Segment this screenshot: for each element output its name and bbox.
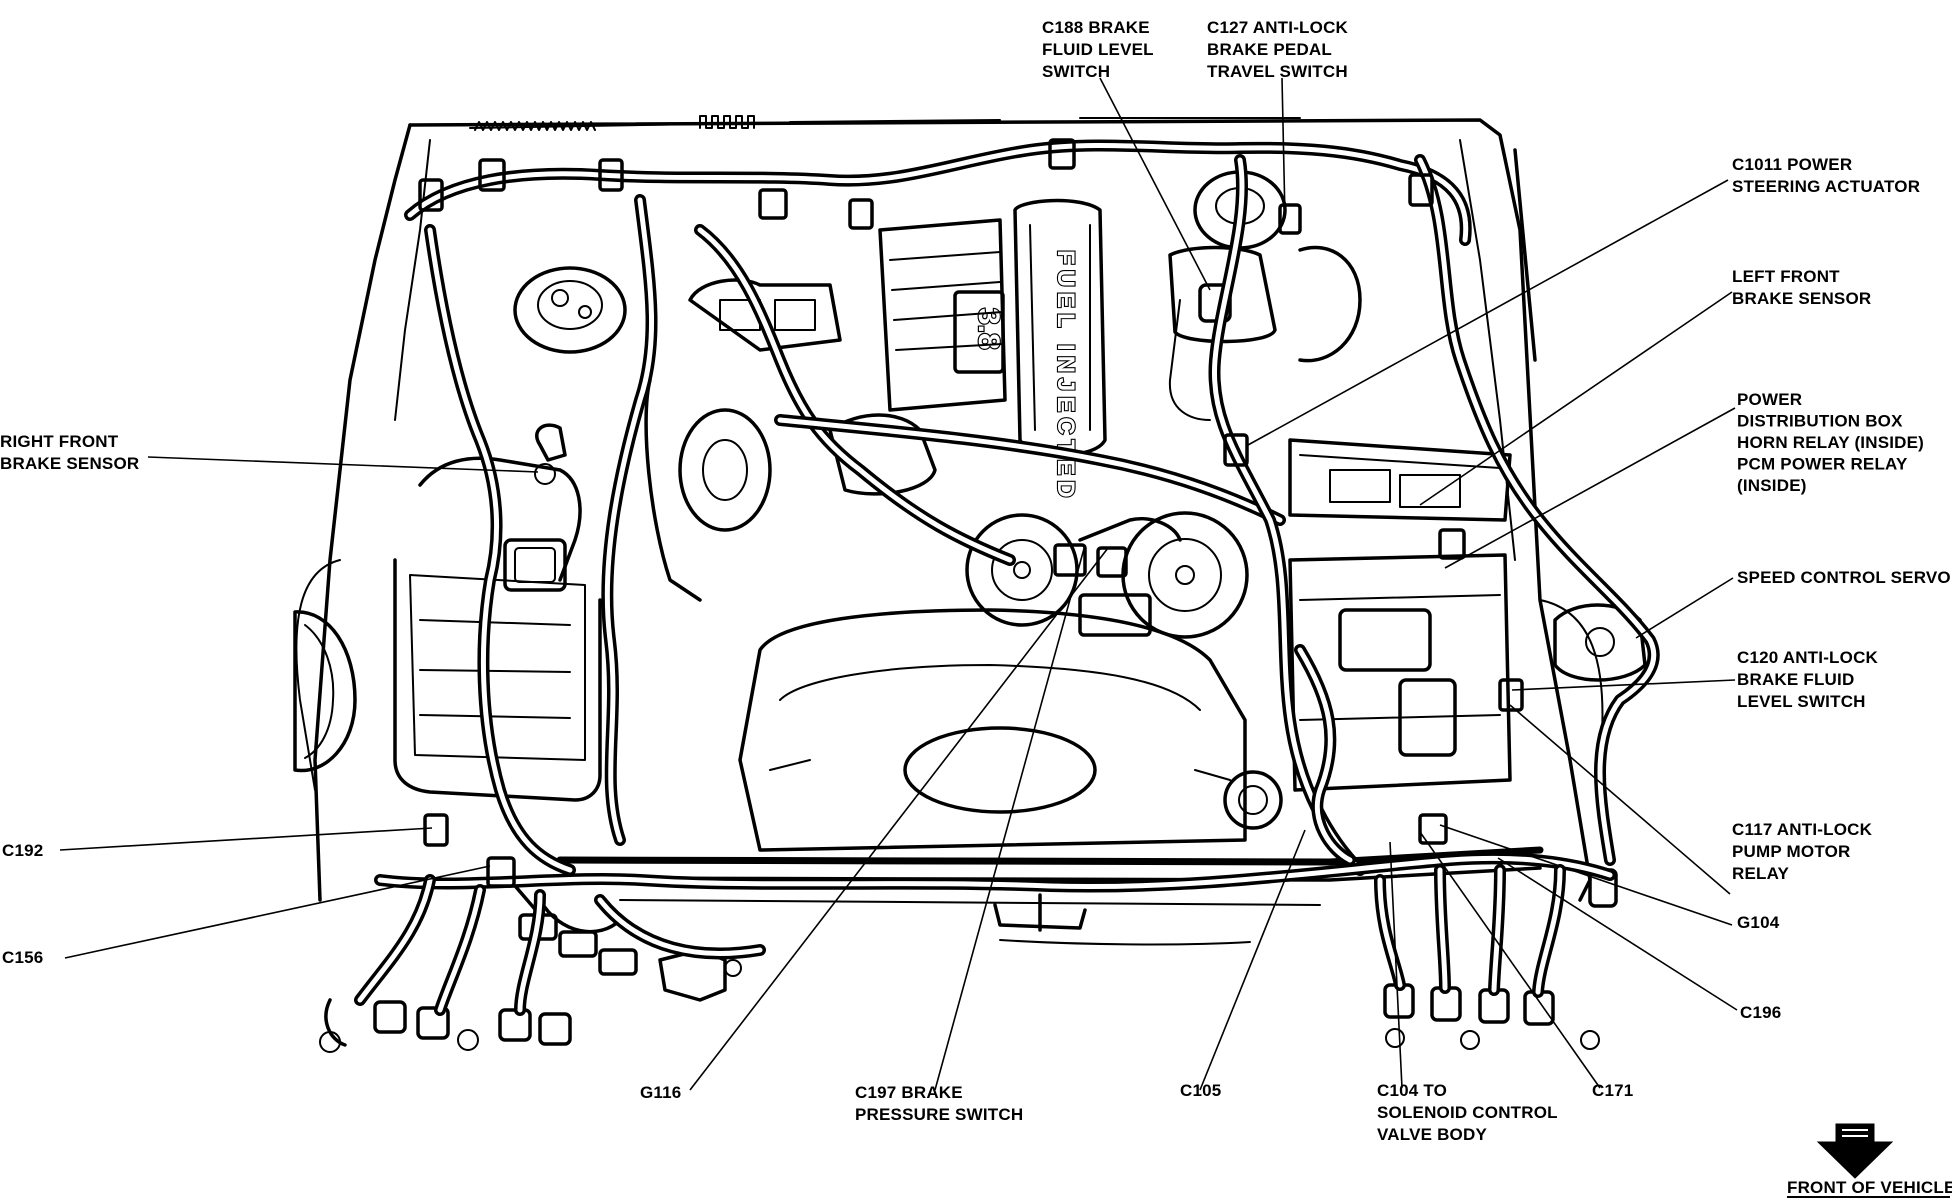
callout-line: (INSIDE) [1737, 476, 1807, 495]
label-g116: G116 [640, 1083, 681, 1102]
callout-line: FLUID LEVEL [1042, 40, 1154, 59]
callout-line: C188 BRAKE [1042, 18, 1150, 37]
callout-line: C127 ANTI-LOCK [1207, 18, 1349, 37]
label-left-front-brake-sensor: LEFT FRONT BRAKE SENSOR [1732, 267, 1871, 308]
callout-line: BRAKE SENSOR [1732, 289, 1871, 308]
label-c197: C197 BRAKE PRESSURE SWITCH [855, 1083, 1023, 1124]
callout-line: SPEED CONTROL SERVO [1737, 568, 1951, 587]
callout-line: C104 TO [1377, 1081, 1447, 1100]
callout-line: C1011 POWER [1732, 155, 1852, 174]
callout-line: C117 ANTI-LOCK [1732, 820, 1873, 839]
callout-line: HORN RELAY (INSIDE) [1737, 433, 1924, 452]
callout-line: VALVE BODY [1377, 1125, 1487, 1144]
label-c171: C171 [1592, 1081, 1633, 1100]
callout-line: G116 [640, 1083, 681, 1102]
front-of-vehicle-label: FRONT OF VEHICLE [1787, 1178, 1952, 1197]
callout-line: SOLENOID CONTROL [1377, 1103, 1558, 1122]
callout-line: PUMP MOTOR [1732, 842, 1851, 861]
connector-blocks [418, 138, 1524, 888]
label-c156: C156 [2, 948, 43, 967]
callout-line: RELAY [1732, 864, 1790, 883]
label-c192: C192 [2, 841, 43, 860]
callout-line: LEVEL SWITCH [1737, 692, 1866, 711]
engine-line-art: FUEL INJECTED 3.8 [293, 115, 1647, 1053]
callout-line: BRAKE PEDAL [1207, 40, 1332, 59]
callout-line: C120 ANTI-LOCK [1737, 648, 1879, 667]
label-g104: G104 [1737, 913, 1780, 932]
callout-line: LEFT FRONT [1732, 267, 1840, 286]
callout-line: DISTRIBUTION BOX [1737, 412, 1903, 431]
label-c188: C188 BRAKE FLUID LEVEL SWITCH [1042, 18, 1154, 81]
front-arrow-icon [1816, 1123, 1894, 1179]
wiring-harness [354, 139, 1660, 1016]
label-c127: C127 ANTI-LOCK BRAKE PEDAL TRAVEL SWITCH [1207, 18, 1349, 81]
label-c1011: C1011 POWER STEERING ACTUATOR [1732, 155, 1920, 196]
callout-line: G104 [1737, 913, 1780, 932]
label-c120: C120 ANTI-LOCK BRAKE FLUID LEVEL SWITCH [1737, 648, 1879, 711]
callout-line: PRESSURE SWITCH [855, 1105, 1023, 1124]
callout-line: TRAVEL SWITCH [1207, 62, 1348, 81]
callout-line: RIGHT FRONT [0, 432, 119, 451]
callout-line: C192 [2, 841, 43, 860]
callout-line: BRAKE SENSOR [0, 454, 139, 473]
callout-line: PCM POWER RELAY [1737, 455, 1908, 474]
callout-line: C156 [2, 948, 43, 967]
label-c105: C105 [1180, 1081, 1221, 1100]
label-c196: C196 [1740, 1003, 1781, 1022]
callout-line: C196 [1740, 1003, 1781, 1022]
callout-line: SWITCH [1042, 62, 1110, 81]
callout-line: C171 [1592, 1081, 1633, 1100]
callout-line: C197 BRAKE [855, 1083, 963, 1102]
callout-leader-lines [59, 77, 1738, 1091]
label-power-distribution-box: POWER DISTRIBUTION BOX HORN RELAY (INSIDE)… [1737, 390, 1924, 495]
label-right-front-brake-sensor: RIGHT FRONT BRAKE SENSOR [0, 432, 139, 473]
front-of-vehicle-indicator: FRONT OF VEHICLE [1787, 1123, 1952, 1198]
label-c117: C117 ANTI-LOCK PUMP MOTOR RELAY [1732, 820, 1873, 883]
engine-badge-text: FUEL INJECTED [1052, 250, 1079, 503]
label-c104: C104 TO SOLENOID CONTROL VALVE BODY [1377, 1081, 1558, 1144]
callout-line: STEERING ACTUATOR [1732, 177, 1920, 196]
callout-line: BRAKE FLUID [1737, 670, 1854, 689]
label-speed-control-servo: SPEED CONTROL SERVO [1737, 568, 1951, 587]
callout-line: C105 [1180, 1081, 1221, 1100]
callout-labels: C188 BRAKE FLUID LEVEL SWITCH C127 ANTI-LO… [0, 18, 1951, 1144]
callout-line: POWER [1737, 390, 1802, 409]
